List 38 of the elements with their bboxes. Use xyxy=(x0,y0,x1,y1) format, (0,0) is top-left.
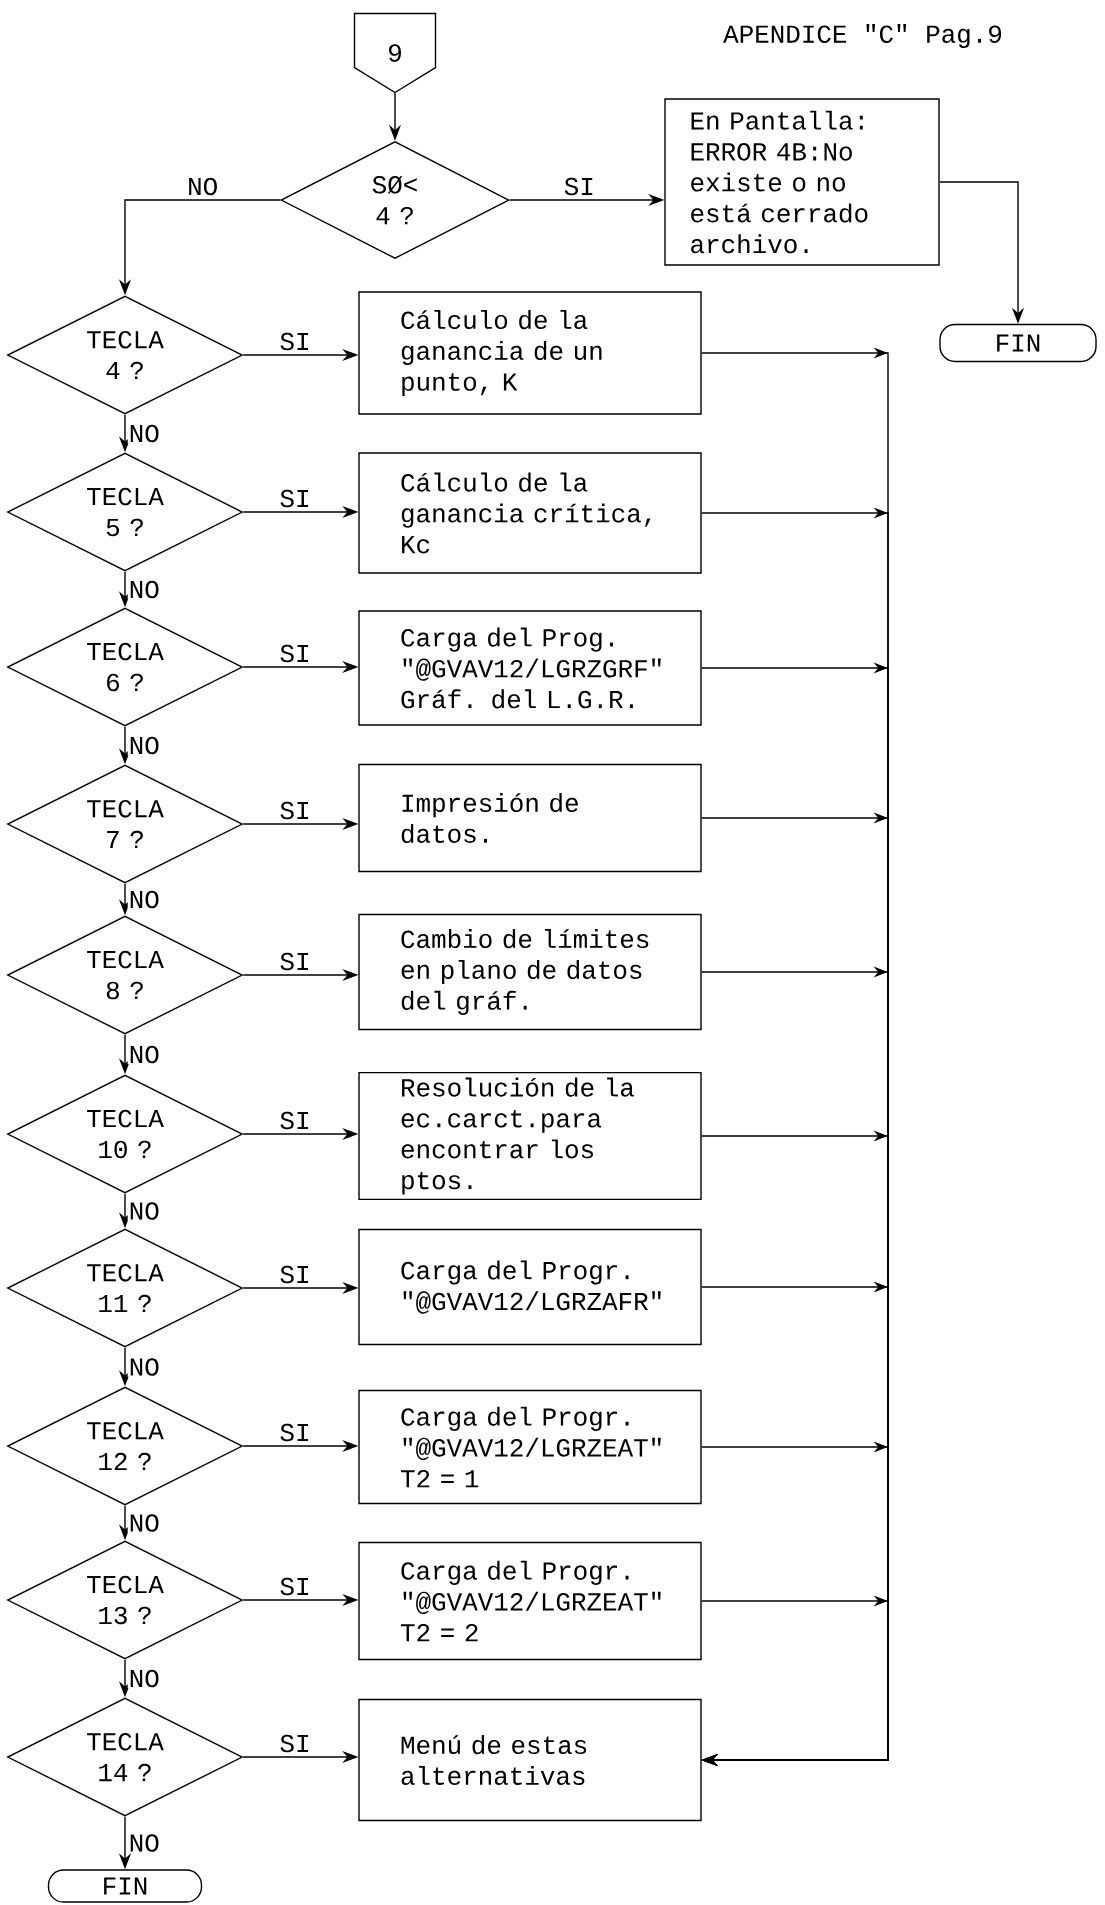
edge-label: NO xyxy=(127,1357,161,1377)
edge-label: NO xyxy=(127,1201,161,1221)
process-box: En Pantalla: ERROR 4B:No existe o no está cerrado archivo. xyxy=(664,98,940,266)
offpage-connector: 9 xyxy=(353,12,437,94)
edge-label: NO xyxy=(127,889,161,910)
edge-label: SI xyxy=(278,1576,312,1597)
process-box: Resolución de la ec.carct.para encontrar los ptos. xyxy=(358,1071,702,1201)
edge-label: NO xyxy=(127,1044,161,1065)
process-box: Cálculo de la ganancia de un punto, K xyxy=(358,291,702,415)
edge-label: SI xyxy=(278,331,312,352)
edge-label: NO xyxy=(127,1833,161,1853)
process-box: Impresión de datos. xyxy=(358,763,702,873)
edge-label: NO xyxy=(186,176,220,197)
edge-label: SI xyxy=(278,1422,312,1443)
edge-label: SI xyxy=(278,800,312,821)
edge-label: SI xyxy=(278,1110,312,1131)
edge-label: SI xyxy=(562,176,596,197)
edge-label: NO xyxy=(127,423,161,444)
process-box: Carga del Progr. "@GVAV12/LGRZEAT" T2 = 2 xyxy=(358,1541,702,1661)
process-box: Menú de estas alternativas xyxy=(358,1698,702,1822)
edge-label: SI xyxy=(278,488,312,509)
edge-label: SI xyxy=(278,1733,312,1754)
process-box: Carga del Progr. "@GVAV12/LGRZAFR" xyxy=(358,1228,702,1346)
edge-label: NO xyxy=(127,579,161,600)
process-box: Carga del Prog. "@GVAV12/LGRZGRF" Gráf. del L.G.R. xyxy=(358,610,702,726)
edge-label: SI xyxy=(278,643,312,664)
process-box: Cambio de límites en plano de datos del gráf. xyxy=(358,913,702,1031)
process-box: Carga del Progr. "@GVAV12/LGRZEAT" T2 = 1 xyxy=(358,1389,702,1505)
process-box: Cálculo de la ganancia crítica, Kc xyxy=(358,452,702,574)
terminator: FIN xyxy=(939,323,1097,363)
edge-label: NO xyxy=(127,735,161,756)
edge-label: SI xyxy=(278,951,312,972)
page-header: APENDICE "C" Pag.9 xyxy=(723,23,1002,49)
edge-label: NO xyxy=(127,1513,161,1533)
edge-label: SI xyxy=(278,1264,312,1285)
terminator: FIN xyxy=(47,1869,203,1903)
arrow xyxy=(701,1595,889,1767)
edge-label: NO xyxy=(127,1668,161,1689)
